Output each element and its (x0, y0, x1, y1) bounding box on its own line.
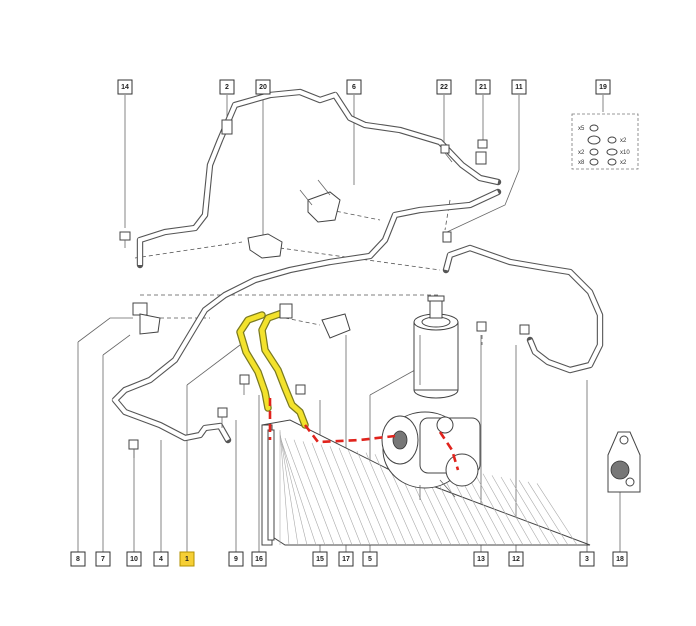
callout-13: 13 (473, 551, 489, 567)
seal-kit-qty-1: x2 (620, 138, 627, 144)
callout-21: 21 (475, 79, 491, 95)
callout-label-text: 4 (159, 556, 163, 563)
callout-label-text: 1 (185, 556, 189, 563)
callout-label-text: 3 (585, 556, 589, 563)
callout-7: 7 (95, 551, 111, 567)
callout-label-text: 18 (616, 556, 624, 563)
seal-kit-19: x5 x2 x2 x10 x8 x2 (571, 113, 639, 170)
callout-20: 20 (255, 79, 271, 95)
receiver-drier (413, 295, 459, 399)
callout-label-text: 6 (352, 84, 356, 91)
callout-11: 11 (511, 79, 527, 95)
pipe-3-right (442, 244, 604, 374)
callout-label-text: 12 (512, 556, 520, 563)
callout-label-text: 20 (259, 84, 267, 91)
callout-label-text: 5 (368, 556, 372, 563)
callout-22: 22 (436, 79, 452, 95)
pipe-14-upper (136, 88, 502, 269)
pipe-4-lower (111, 188, 502, 444)
callout-9: 9 (228, 551, 244, 567)
seal-kit-qty-4: x8 (578, 160, 585, 166)
callout-label-text: 13 (477, 556, 485, 563)
callout-4: 4 (153, 551, 169, 567)
callout-17: 17 (338, 551, 354, 567)
callout-1: 1 (179, 551, 195, 567)
callout-label-text: 7 (101, 556, 105, 563)
callout-3: 3 (579, 551, 595, 567)
seal-kit-qty-0: x5 (578, 126, 585, 132)
callout-label-text: 15 (316, 556, 324, 563)
seal-kit-qty-5: x2 (620, 160, 627, 166)
seal-kit-qty-2: x2 (578, 150, 585, 156)
red-route-line (268, 398, 460, 471)
leader-lines (77, 95, 621, 552)
callout-19: 19 (595, 79, 611, 95)
callout-8: 8 (70, 551, 86, 567)
callout-label-text: 10 (130, 556, 138, 563)
callout-label-text: 2 (225, 84, 229, 91)
callout-label-text: 14 (121, 84, 129, 91)
callout-15: 15 (312, 551, 328, 567)
callout-12: 12 (508, 551, 524, 567)
callout-14: 14 (117, 79, 133, 95)
callout-label-text: 8 (76, 556, 80, 563)
highlighted-hose-1 (236, 303, 309, 429)
callout-2: 2 (219, 79, 235, 95)
callout-6: 6 (346, 79, 362, 95)
seal-kit-qty-3: x10 (620, 150, 630, 156)
callout-label-text: 21 (479, 84, 487, 91)
callout-label-text: 16 (255, 556, 263, 563)
callout-label-text: 17 (342, 556, 350, 563)
small-parts (119, 119, 641, 493)
callout-label-text: 9 (234, 556, 238, 563)
callout-16: 16 (251, 551, 267, 567)
callout-5: 5 (362, 551, 378, 567)
callout-label-text: 19 (599, 84, 607, 91)
callout-label-text: 11 (515, 84, 523, 91)
callout-label-text: 22 (440, 84, 448, 91)
condenser (261, 419, 591, 546)
callout-18: 18 (612, 551, 628, 567)
callout-10: 10 (126, 551, 142, 567)
